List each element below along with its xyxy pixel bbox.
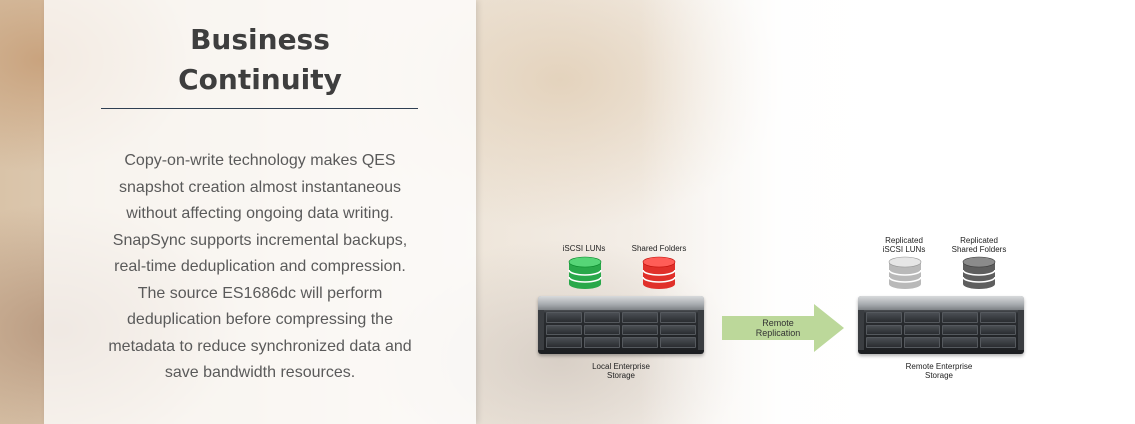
section-title: Business Continuity (100, 20, 420, 100)
title-divider (101, 108, 418, 109)
remote-storage-server (858, 296, 1024, 354)
drive-bay (584, 337, 620, 348)
drive-bay (660, 324, 696, 336)
remote-folder-label-line-1: Replicated (960, 236, 998, 245)
drive-bay (942, 337, 978, 348)
replication-arrow-icon (722, 304, 844, 352)
drive-bay (660, 337, 696, 348)
replication-label-line-2: Replication (755, 328, 801, 338)
remote-folder-label-line-2: Shared Folders (951, 245, 1007, 254)
drive-bay (866, 324, 902, 336)
drive-bay (980, 337, 1016, 348)
drive-bay (546, 324, 582, 336)
database-icon (962, 256, 996, 289)
background-fade (640, 0, 1135, 424)
server-top-panel (858, 296, 1024, 310)
replication-label-line-1: Remote (762, 318, 794, 328)
rack-ear (538, 310, 544, 350)
remote-storage-label-line-2: Storage (924, 371, 954, 380)
text-panel (44, 0, 476, 424)
title-line-2: Continuity (178, 63, 342, 96)
drive-bay (866, 337, 902, 348)
remote-lun-label-line-1: Replicated (885, 236, 923, 245)
remote-lun-label-line-2: iSCSI LUNs (882, 245, 926, 254)
drive-bays (546, 312, 696, 348)
drive-bay (584, 324, 620, 336)
drive-bay (980, 324, 1016, 336)
drive-bay (546, 312, 582, 323)
local-storage-server (538, 296, 704, 354)
drive-bay (622, 312, 658, 323)
local-storage-label-line-2: Storage (606, 371, 636, 380)
rack-ear (1018, 310, 1024, 350)
title-line-1: Business (190, 23, 330, 56)
drive-bay (942, 324, 978, 336)
local-storage-label: Local Enterprise Storage (571, 362, 671, 380)
local-lun-label: iSCSI LUNs (562, 244, 606, 253)
section-description: Copy-on-write technology makes QES snaps… (108, 152, 412, 381)
drive-bay (584, 312, 620, 323)
drive-bay (942, 312, 978, 323)
local-storage-label-line-1: Local Enterprise (592, 362, 650, 371)
database-icon (568, 256, 602, 289)
server-top-panel (538, 296, 704, 310)
drive-bay (866, 312, 902, 323)
drive-bays (866, 312, 1016, 348)
replication-label: Remote Replication (726, 318, 830, 338)
drive-bay (904, 337, 940, 348)
remote-folder-label: Replicated Shared Folders (946, 236, 1012, 254)
remote-storage-label-line-1: Remote Enterprise (905, 362, 973, 371)
database-icon (888, 256, 922, 289)
local-folder-label: Shared Folders (631, 244, 687, 253)
remote-storage-label: Remote Enterprise Storage (889, 362, 989, 380)
database-icon (642, 256, 676, 289)
drive-bay (904, 324, 940, 336)
drive-bay (622, 337, 658, 348)
drive-bay (904, 312, 940, 323)
drive-bay (660, 312, 696, 323)
rack-ear (698, 310, 704, 350)
rack-ear (858, 310, 864, 350)
drive-bay (980, 312, 1016, 323)
drive-bay (546, 337, 582, 348)
drive-bay (622, 324, 658, 336)
remote-lun-label: Replicated iSCSI LUNs (874, 236, 934, 254)
